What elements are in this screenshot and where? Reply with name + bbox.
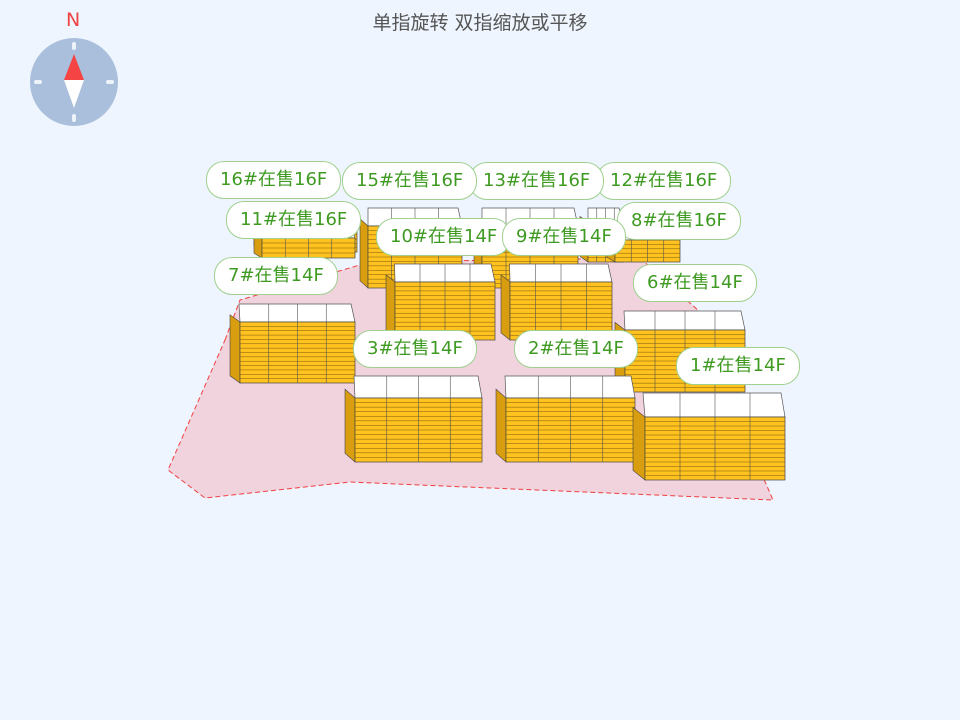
building-label-2[interactable]: 2#在售14F [514, 330, 638, 368]
building-label-9[interactable]: 9#在售14F [502, 218, 626, 256]
building-10[interactable] [385, 263, 496, 341]
building-9[interactable] [500, 263, 613, 341]
building-label-10[interactable]: 10#在售14F [376, 218, 512, 256]
building-label-7[interactable]: 7#在售14F [214, 257, 338, 295]
building-label-3[interactable]: 3#在售14F [353, 330, 477, 368]
building-2[interactable] [495, 375, 636, 463]
building-label-11[interactable]: 11#在售16F [226, 201, 362, 239]
building-1[interactable] [632, 392, 786, 481]
gesture-hint: 单指旋转 双指缩放或平移 [372, 12, 588, 34]
compass-icon[interactable] [30, 38, 118, 126]
building-label-15[interactable]: 15#在售16F [342, 162, 478, 200]
building-label-16[interactable]: 16#在售16F [206, 161, 342, 199]
building-label-8[interactable]: 8#在售16F [617, 202, 741, 240]
building-label-1[interactable]: 1#在售14F [676, 347, 800, 385]
compass-north-label: N [66, 9, 81, 31]
building-label-12[interactable]: 12#在售16F [596, 162, 732, 200]
building-label-13[interactable]: 13#在售16F [469, 162, 605, 200]
building-7[interactable] [229, 303, 356, 384]
building-label-6[interactable]: 6#在售14F [633, 264, 757, 302]
building-3[interactable] [344, 375, 483, 463]
